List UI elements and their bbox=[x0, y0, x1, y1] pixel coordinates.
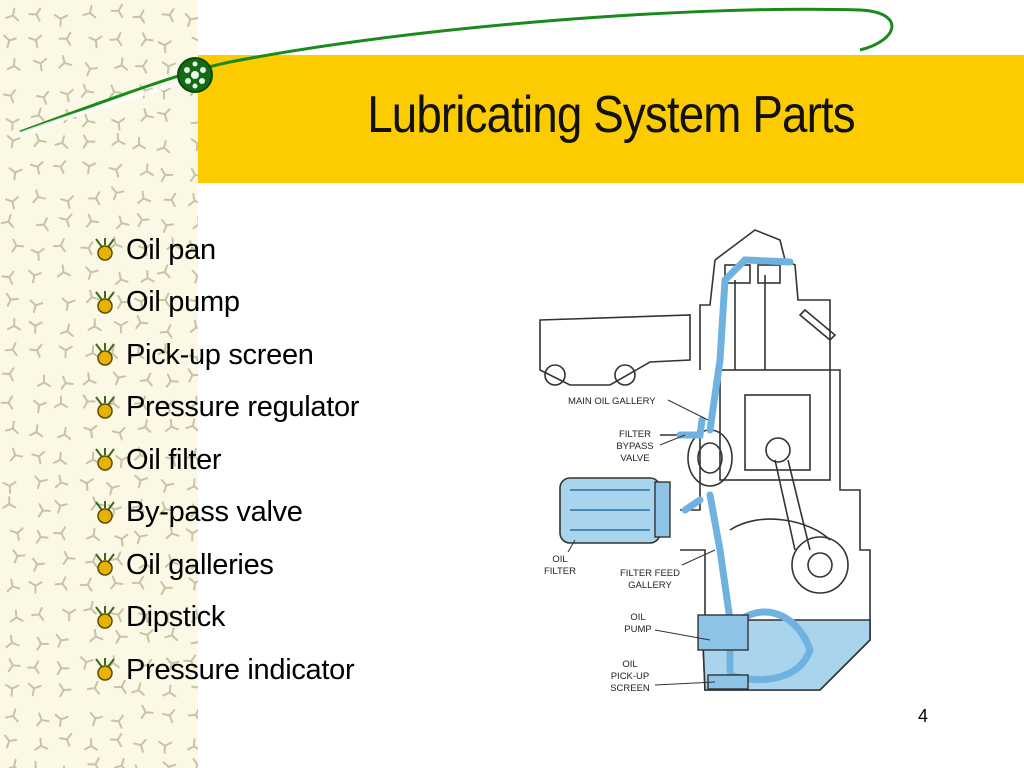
list-item: By-pass valve bbox=[90, 487, 359, 540]
bullet-icon bbox=[95, 290, 115, 314]
list-item: Pressure regulator bbox=[90, 382, 359, 435]
bullet-icon bbox=[95, 553, 115, 576]
label-filter-bypass-valve: BYPASS bbox=[616, 441, 653, 452]
label-oil-filter: FILTER bbox=[544, 566, 576, 577]
label-filter-feed-gallery: FILTER FEED bbox=[620, 568, 680, 579]
oil-filter-canister bbox=[559, 477, 671, 544]
bullet-icon bbox=[95, 658, 115, 681]
list-item: Pick-up screen bbox=[90, 329, 359, 382]
bullet-icon bbox=[95, 238, 115, 261]
engine-lubrication-diagram: MAIN OIL GALLERY FILTER BYPASS VALVE OIL… bbox=[539, 229, 871, 694]
title-band: Lubricating System Parts bbox=[198, 55, 1024, 183]
label-oil-pump: PUMP bbox=[624, 624, 651, 635]
slide-title: Lubricating System Parts bbox=[367, 86, 855, 144]
list-item: Oil galleries bbox=[90, 539, 359, 592]
page-number: 4 bbox=[918, 706, 929, 726]
bullet-list: Oil pan Oil pump Pick-up screen Pressure… bbox=[90, 224, 359, 697]
list-item: Dipstick bbox=[90, 592, 359, 645]
label-oil-pickup-screen: OIL bbox=[622, 659, 637, 670]
list-item: Oil pan bbox=[90, 224, 359, 277]
label-filter-feed-gallery: GALLERY bbox=[628, 580, 672, 591]
label-oil-filter: OIL bbox=[552, 554, 567, 565]
list-item: Pressure indicator bbox=[90, 644, 359, 697]
bullet-icon bbox=[95, 448, 115, 471]
label-oil-pickup-screen: SCREEN bbox=[610, 683, 650, 694]
bullet-icon bbox=[95, 343, 115, 366]
bullet-icon bbox=[95, 395, 115, 419]
bullet-icon bbox=[95, 500, 115, 524]
oil-pump bbox=[697, 614, 749, 651]
list-item: Oil pump bbox=[90, 277, 359, 330]
list-item: Oil filter bbox=[90, 434, 359, 487]
label-filter-bypass-valve: FILTER bbox=[619, 429, 651, 440]
label-filter-bypass-valve: VALVE bbox=[620, 453, 649, 464]
bullet-icon bbox=[95, 605, 115, 629]
label-main-oil-gallery: MAIN OIL GALLERY bbox=[568, 396, 656, 407]
label-oil-pickup-screen: PICK-UP bbox=[611, 671, 650, 682]
label-oil-pump: OIL bbox=[630, 612, 645, 623]
